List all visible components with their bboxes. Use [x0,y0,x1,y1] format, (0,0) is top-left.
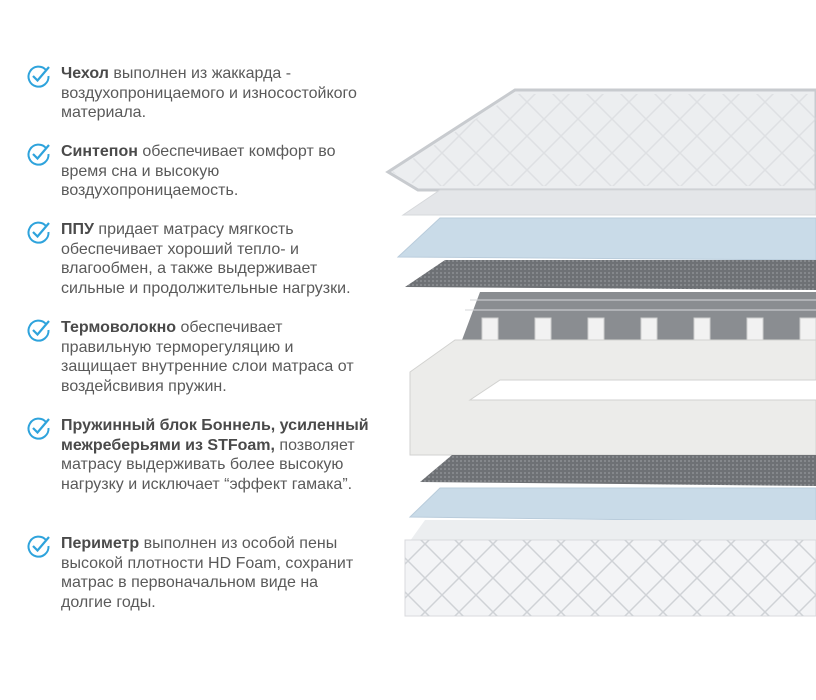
feature-spring-block: Пружинный блок Боннель, усиленный межреб… [26,416,371,494]
feature-text: обеспечивает правильную терморегуляцию и… [61,319,354,395]
feature-ppu: ППУ придает матрасу мягкость обеспечивае… [26,220,371,298]
feature-text: выполнен из жаккарда - воздухопроницаемо… [61,65,357,121]
feature-perimeter: Периметр выполнен из особой пены высокой… [26,534,371,612]
check-circle-icon [27,143,50,166]
feature-cover: Чехол выполнен из жаккарда - воздухопрон… [26,64,371,123]
check-circle-icon [27,319,50,342]
bottom-cover-layer [404,520,816,617]
check-circle-icon [27,535,50,558]
feature-title: Пружинный блок Боннель, усиленный межреб… [61,417,369,454]
feature-text: придает матрасу мягкость обеспечивает хо… [61,221,351,297]
feature-title: Периметр [61,535,140,552]
check-circle-icon [27,65,50,88]
feature-text: выполнен из особой пены высокой плотност… [61,535,354,611]
perimeter-frame [409,339,816,456]
feature-title: Чехол [61,65,109,82]
ppu-layer [396,217,816,261]
check-circle-icon [27,221,50,244]
feature-title: ППУ [61,221,94,238]
thermofiber-layer [405,260,816,290]
cover-layer [385,88,816,192]
check-circle-icon [27,417,50,440]
feature-text: позволяет матрасу выдерживать более высо… [61,436,355,493]
feature-title: Термоволокно [61,319,177,336]
sintepon-layer [401,189,816,216]
feature-title: Синтепон [61,143,138,160]
mattress-layers-illustration [385,88,816,617]
lower-ppu-layer [408,487,816,523]
lower-thermofiber-layer [420,455,816,486]
feature-thermofiber: Термоволокно обеспечивает правильную тер… [26,318,371,396]
feature-sintepon: Синтепон обеспечивает комфорт во время с… [26,142,371,201]
feature-text: обеспечивает комфорт во время сна и высо… [61,143,336,199]
